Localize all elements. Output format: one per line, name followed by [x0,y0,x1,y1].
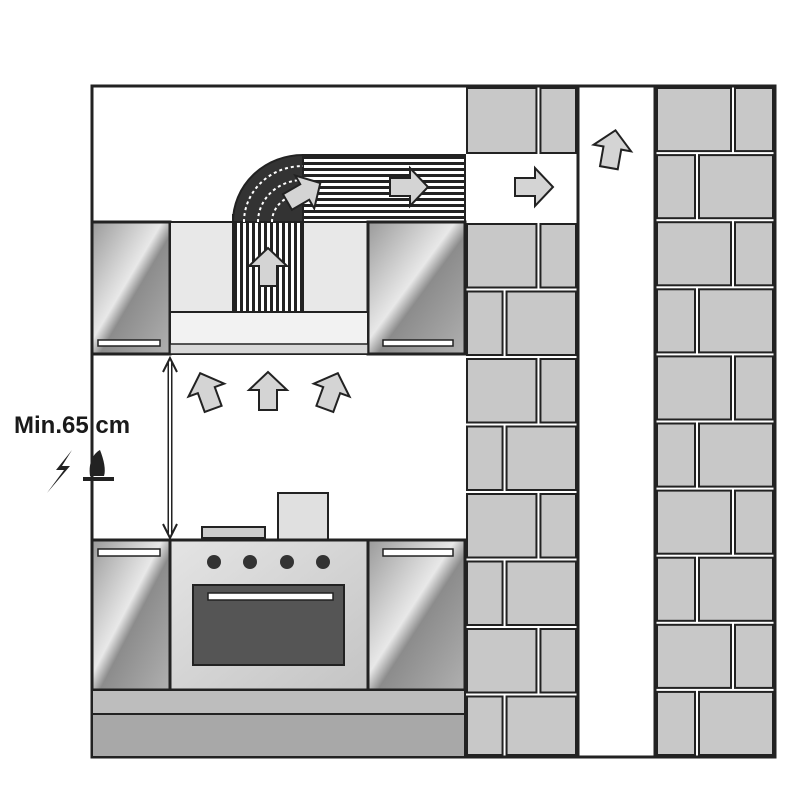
plinth-bottom [91,713,466,758]
brick [539,223,578,289]
brick [734,221,774,287]
pot [277,492,329,541]
brick [656,422,696,488]
chimney-flue [576,84,657,759]
brick [539,493,578,559]
lower-cabinet-right [366,538,467,692]
hood-side-right [302,221,369,313]
brick [466,223,538,289]
brick [505,290,577,356]
brick [656,221,732,287]
brick [539,87,578,154]
brick [698,556,774,622]
brick [539,358,578,424]
brick [505,560,577,626]
lower-cabinet-left [90,538,172,692]
clearance-dimension-line [162,355,178,541]
hood-side-left [169,221,234,313]
brick [466,695,504,756]
brick [466,560,504,626]
brick [734,489,774,555]
brick [505,425,577,491]
brick [656,288,696,354]
brick [656,154,696,220]
pan [201,526,266,539]
brick [698,422,774,488]
brick [656,355,732,421]
brick [656,556,696,622]
upper-cabinet-left-handle [97,339,161,347]
upper-cabinet-right [366,220,467,356]
brick [466,358,538,424]
oven-knobs [207,555,330,569]
min-clearance-label: Min.65 cm [14,412,131,439]
electric-lightning-icon [47,450,72,493]
brick [656,690,696,757]
brick [698,288,774,354]
brick [656,87,732,153]
brick [466,493,538,559]
brick [698,154,774,220]
brick [466,87,538,154]
brick [734,87,774,153]
upper-cabinet-left [90,220,172,356]
brick [539,628,578,694]
brick [466,628,538,694]
brick [505,695,577,756]
brick-wall-outer [656,87,774,757]
brick [734,355,774,421]
brick [466,290,504,356]
upper-cabinet-right-handle [382,339,454,347]
oven-door-handle [207,592,334,601]
brick [656,489,732,555]
brick [656,623,732,689]
brick [734,623,774,689]
brick [698,690,774,757]
brick [466,425,504,491]
gas-burner-icon [83,450,114,481]
brick-wall-inner [466,87,578,756]
plinth-top [91,689,466,715]
